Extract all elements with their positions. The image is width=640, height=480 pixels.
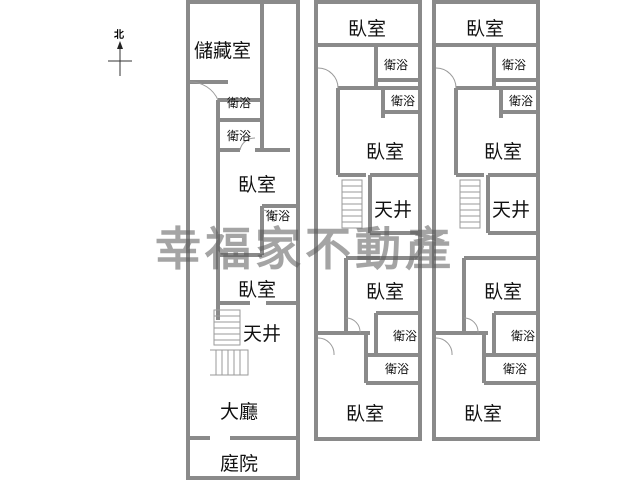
compass-arrow-icon — [117, 41, 123, 49]
north-compass: 北 — [108, 28, 132, 76]
room-bath: 衛浴 — [511, 329, 535, 343]
room-lightwell: 天井 — [243, 323, 281, 345]
room-storage: 儲藏室 — [194, 40, 251, 62]
plan-left: 儲藏室 衛浴 衛浴 臥室 衛浴 臥室 天井 大廳 庭院 — [186, 0, 300, 480]
room-bedroom: 臥室 — [466, 18, 504, 40]
room-bath: 衛浴 — [393, 329, 417, 343]
room-bath: 衛浴 — [266, 209, 290, 223]
room-bath: 衛浴 — [509, 94, 533, 108]
room-bedroom: 臥室 — [366, 281, 404, 303]
room-bath: 衛浴 — [502, 58, 526, 72]
room-living: 大廳 — [220, 401, 258, 423]
plan-middle: 臥室 衛浴 衛浴 臥室 天井 臥室 衛浴 衛浴 臥室 — [314, 0, 422, 441]
watermark: 幸福家不動產 — [155, 222, 455, 276]
door-swing — [435, 67, 479, 356]
door-swing — [189, 81, 275, 223]
room-bath: 衛浴 — [227, 96, 251, 110]
stairs — [210, 309, 249, 376]
room-bedroom: 臥室 — [348, 18, 386, 40]
room-bath: 衛浴 — [391, 94, 415, 108]
room-bedroom: 臥室 — [484, 281, 522, 303]
room-lightwell: 天井 — [374, 199, 412, 221]
room-bath: 衛浴 — [384, 58, 408, 72]
room-bath: 衛浴 — [227, 129, 251, 143]
plan-right: 臥室 衛浴 衛浴 臥室 天井 臥室 衛浴 衛浴 臥室 — [432, 0, 540, 441]
stairs — [341, 179, 363, 229]
plan-right-interior-walls — [434, 43, 538, 385]
room-bedroom: 臥室 — [366, 141, 404, 163]
room-bedroom: 臥室 — [346, 403, 384, 425]
plan-middle-outer-wall — [314, 0, 422, 441]
compass-label: 北 — [114, 28, 124, 41]
room-bedroom: 臥室 — [464, 403, 502, 425]
plan-right-outer-wall — [432, 0, 540, 441]
plan-middle-interior-walls — [316, 43, 420, 385]
plan-left-outer-wall — [186, 0, 300, 480]
door-swing — [317, 67, 361, 356]
stairs — [459, 179, 481, 229]
room-courtyard: 庭院 — [220, 453, 258, 475]
plan-left-interior-walls — [188, 2, 298, 440]
room-bath: 衛浴 — [503, 362, 527, 376]
room-lightwell: 天井 — [492, 199, 530, 221]
room-bedroom: 臥室 — [484, 141, 522, 163]
room-bath: 衛浴 — [385, 362, 409, 376]
room-bedroom: 臥室 — [238, 279, 276, 301]
room-bedroom: 臥室 — [238, 174, 276, 196]
